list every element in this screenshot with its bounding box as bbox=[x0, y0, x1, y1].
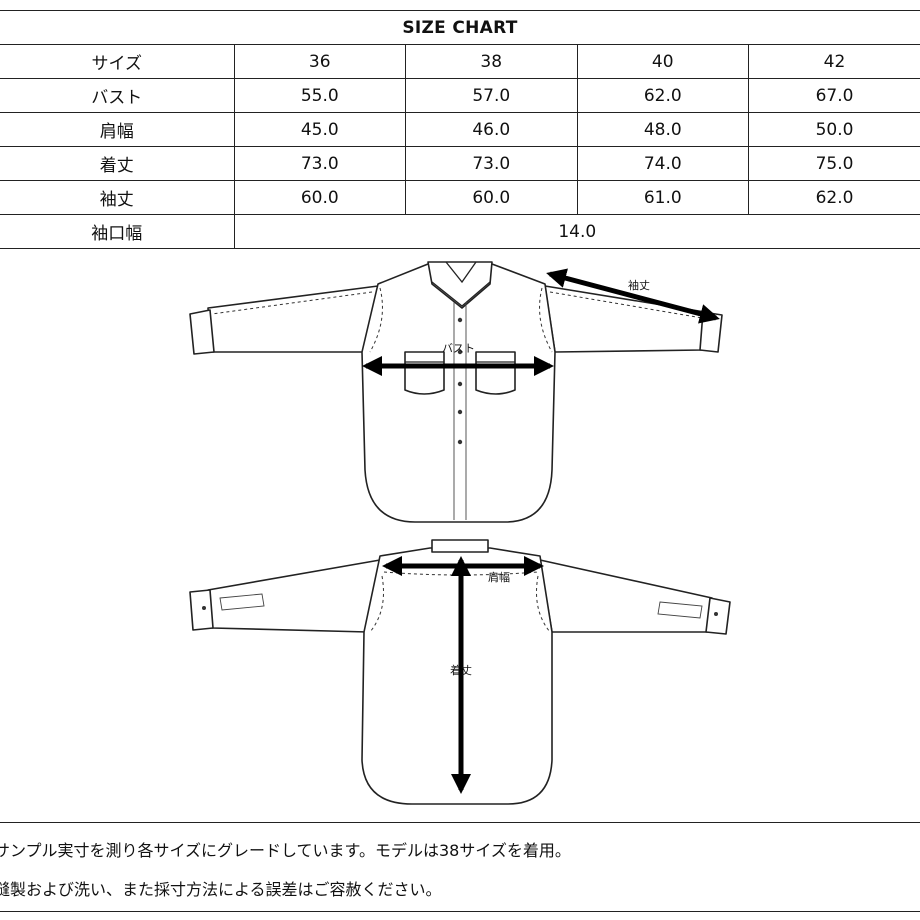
table-cell: 60.0 bbox=[405, 180, 578, 215]
table-cell: 14.0 bbox=[233, 214, 920, 249]
row-label: バスト bbox=[0, 78, 235, 113]
table-cell: 45.0 bbox=[233, 112, 406, 147]
shirt-illustration: 袖丈 バスト bbox=[189, 261, 731, 805]
sleeve-length-label: 袖丈 bbox=[628, 278, 650, 292]
table-cell: 60.0 bbox=[233, 180, 406, 215]
table-cell: 74.0 bbox=[576, 146, 749, 181]
table-cell: 75.0 bbox=[748, 146, 920, 181]
header-row: サイズ 36 38 40 42 bbox=[0, 44, 920, 79]
row-label: 着丈 bbox=[0, 146, 235, 181]
table-cell: 62.0 bbox=[748, 180, 920, 215]
sleeve-length-measure: 袖丈 bbox=[546, 268, 720, 324]
table-cell: 50.0 bbox=[748, 112, 920, 147]
size-header: 38 bbox=[405, 44, 578, 79]
table-cell: 48.0 bbox=[576, 112, 749, 147]
chart-title: SIZE CHART bbox=[0, 10, 920, 45]
row-label: 袖口幅 bbox=[0, 214, 235, 249]
table-cell: 73.0 bbox=[405, 146, 578, 181]
table-row: 肩幅 45.0 46.0 48.0 50.0 bbox=[0, 112, 920, 147]
table-cell: 67.0 bbox=[748, 78, 920, 113]
size-header: 36 bbox=[233, 44, 406, 79]
note-text: 縫製および洗い、また採寸方法による誤差はご容赦ください。 bbox=[0, 880, 442, 899]
table-cell: 62.0 bbox=[576, 78, 749, 113]
table-row: 袖丈 60.0 60.0 61.0 62.0 bbox=[0, 180, 920, 215]
title-row: SIZE CHART bbox=[0, 10, 920, 45]
table-cell: 61.0 bbox=[576, 180, 749, 215]
row-label: 袖丈 bbox=[0, 180, 235, 215]
shoulder-width-label: 肩幅 bbox=[488, 570, 510, 584]
row-label: 肩幅 bbox=[0, 112, 235, 147]
row-label: サイズ bbox=[0, 44, 235, 79]
note-text: サンプル実寸を測り各サイズにグレードしています。モデルは38サイズを着用。 bbox=[0, 841, 571, 860]
size-header: 40 bbox=[576, 44, 749, 79]
table-row: 着丈 73.0 73.0 74.0 75.0 bbox=[0, 146, 920, 181]
size-chart-table: SIZE CHART サイズ 36 38 40 42 バスト 55.0 57.0… bbox=[0, 10, 920, 249]
body-length-label: 着丈 bbox=[450, 663, 472, 677]
table-cell: 55.0 bbox=[233, 78, 406, 113]
table-cell: 46.0 bbox=[405, 112, 578, 147]
bust-label: バスト bbox=[442, 342, 475, 355]
body-length-measure: 着丈 bbox=[450, 556, 472, 794]
table-row: 袖口幅 14.0 bbox=[0, 214, 920, 249]
shirt-measurement-diagram: 袖丈 バスト bbox=[0, 250, 920, 822]
table-cell: 73.0 bbox=[233, 146, 406, 181]
table-row: バスト 55.0 57.0 62.0 67.0 bbox=[0, 78, 920, 113]
size-header: 42 bbox=[748, 44, 920, 79]
bust-measure: バスト bbox=[362, 342, 554, 376]
table-cell: 57.0 bbox=[405, 78, 578, 113]
notes-section: サンプル実寸を測り各サイズにグレードしています。モデルは38サイズを着用。 縫製… bbox=[0, 822, 920, 912]
